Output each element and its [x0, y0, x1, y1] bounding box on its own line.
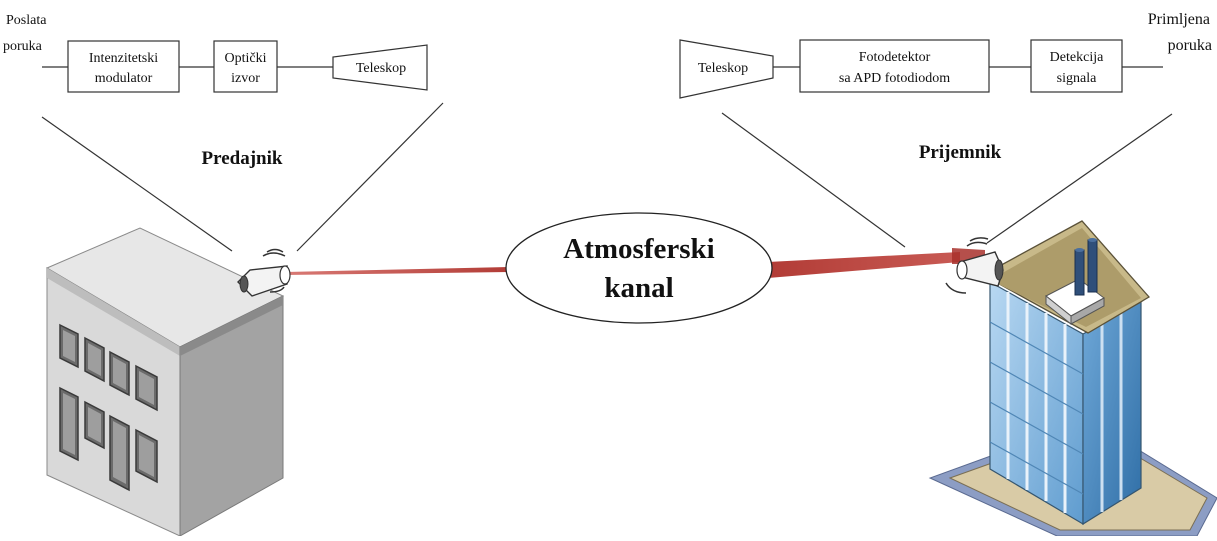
tower-front-floors — [989, 321, 1084, 495]
receiver-building — [928, 220, 1217, 537]
detector-label-line1: Fotodetektor — [859, 50, 931, 65]
output-label-line1: Primljena — [1148, 11, 1210, 28]
transmitter-telescope-label: Teleskop — [356, 61, 406, 76]
beam-left-segment — [285, 267, 510, 275]
transmitter-callout-right — [296, 102, 444, 252]
channel-label-line2: kanal — [604, 272, 673, 304]
input-label-line2: poruka — [3, 39, 43, 54]
detection-label-line2: signala — [1057, 71, 1097, 86]
detector-label-line2: sa APD fotodiodom — [839, 71, 950, 86]
atmospheric-channel-ellipse — [505, 212, 773, 324]
building-side-cornice — [180, 296, 283, 356]
input-label-line1: Poslata — [6, 13, 47, 28]
beam-right-segment — [768, 252, 960, 278]
photodetector-box — [799, 39, 990, 93]
building-window-glass-lower — [63, 393, 154, 484]
receiver-device-icon — [945, 237, 1004, 294]
tower-side-mullions — [1100, 313, 1123, 512]
modulator-label-line1: Intenzitetski — [89, 51, 158, 66]
source-label-line2: izvor — [231, 71, 260, 86]
tower-front-mullions — [1006, 292, 1067, 513]
signal-detection-box — [1030, 39, 1123, 93]
receiver-callout-left — [721, 112, 906, 248]
receiver-callout-right — [986, 113, 1173, 244]
output-label-line2: poruka — [1168, 37, 1212, 54]
tower-antennas — [1074, 238, 1098, 296]
receiver-chain: Teleskop Fotodetektor sa APD fotodiodom … — [679, 11, 1212, 99]
tower-roof-box-side — [1070, 297, 1105, 325]
receiver-telescope-shape — [679, 39, 774, 99]
building-window-glass-upper — [63, 330, 154, 405]
receiver-telescope-label: Teleskop — [698, 61, 748, 76]
transmitter-title: Predajnik — [202, 148, 283, 169]
building-cornice — [47, 268, 180, 356]
transmitter-device-icon — [237, 248, 291, 297]
detection-label-line1: Detekcija — [1050, 50, 1104, 65]
transmitter-building — [45, 227, 291, 537]
modulator-label-line2: modulator — [95, 71, 153, 86]
receiver-title: Prijemnik — [919, 142, 1002, 163]
channel-label-line1: Atmosferski — [563, 233, 714, 265]
source-label-line1: Optički — [225, 51, 267, 66]
transmitter-telescope-shape — [332, 44, 428, 91]
tower-side-face — [1082, 300, 1142, 526]
transmitter-chain: Poslata poruka Intenzitetski modulator O… — [3, 13, 428, 93]
transmitter-callout-left — [41, 116, 233, 252]
optical-source-box — [213, 40, 278, 93]
